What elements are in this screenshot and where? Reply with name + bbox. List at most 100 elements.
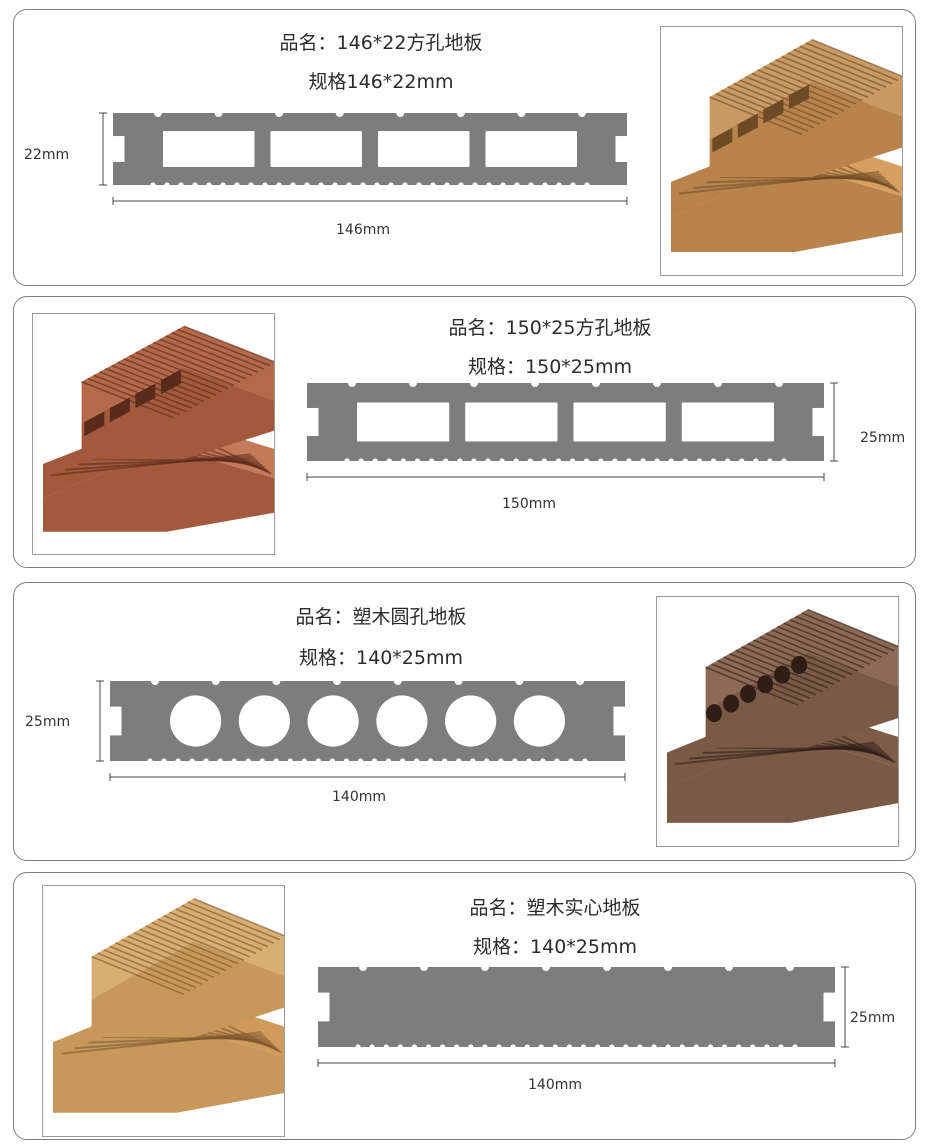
bottom-groove bbox=[220, 182, 226, 188]
bottom-groove bbox=[234, 182, 240, 188]
bottom-groove bbox=[430, 182, 436, 188]
bottom-groove bbox=[388, 182, 394, 188]
height-label: 22mm bbox=[24, 147, 70, 163]
top-groove bbox=[775, 379, 783, 387]
top-groove bbox=[409, 379, 417, 387]
top-groove bbox=[359, 963, 367, 971]
bottom-groove bbox=[346, 182, 352, 188]
height-label: 25mm bbox=[860, 430, 906, 446]
bottom-groove bbox=[374, 182, 380, 188]
product-spec: 规格：140*25mm bbox=[299, 647, 463, 669]
bottom-groove bbox=[444, 182, 450, 188]
side-groove bbox=[812, 407, 825, 437]
bottom-groove bbox=[637, 1044, 643, 1050]
bottom-groove bbox=[584, 182, 590, 188]
bottom-groove bbox=[301, 758, 307, 764]
bottom-groove bbox=[542, 182, 548, 188]
bottom-groove bbox=[498, 758, 504, 764]
bottom-groove bbox=[161, 758, 167, 764]
top-groove bbox=[456, 109, 465, 117]
bottom-groove bbox=[584, 458, 590, 464]
bottom-groove bbox=[665, 1044, 671, 1050]
bottom-groove bbox=[332, 182, 338, 188]
round-hole bbox=[307, 695, 359, 747]
bottom-groove bbox=[541, 458, 547, 464]
top-groove bbox=[786, 963, 794, 971]
top-groove bbox=[454, 677, 463, 685]
bottom-groove bbox=[568, 758, 574, 764]
side-groove bbox=[613, 706, 626, 736]
product-name: 品名：146*22方孔地板 bbox=[279, 32, 483, 54]
top-groove bbox=[576, 677, 584, 685]
bottom-groove bbox=[623, 1044, 629, 1050]
bottom-groove bbox=[570, 182, 576, 188]
profile-body bbox=[318, 967, 835, 1047]
bottom-groove bbox=[259, 758, 265, 764]
bottom-groove bbox=[693, 1044, 699, 1050]
top-groove bbox=[154, 109, 162, 117]
bottom-groove bbox=[192, 182, 198, 188]
bottom-groove bbox=[178, 182, 184, 188]
bottom-groove bbox=[554, 758, 560, 764]
bottom-groove bbox=[357, 758, 364, 764]
side-groove bbox=[109, 706, 122, 736]
bottom-groove bbox=[385, 758, 392, 764]
bottom-groove bbox=[767, 458, 773, 464]
product-spec: 规格146*22mm bbox=[308, 71, 454, 93]
bottom-groove bbox=[276, 182, 282, 188]
upper-board bbox=[709, 38, 902, 177]
bottom-groove bbox=[414, 458, 421, 464]
bottom-groove bbox=[500, 182, 506, 188]
bottom-groove bbox=[318, 182, 324, 188]
round-hole bbox=[513, 695, 565, 747]
square-hole bbox=[270, 131, 362, 167]
bottom-groove bbox=[402, 182, 408, 188]
bottom-groove bbox=[679, 1044, 685, 1050]
bottom-groove bbox=[344, 458, 350, 464]
bottom-groove bbox=[513, 458, 519, 464]
bottom-groove bbox=[397, 1044, 403, 1050]
top-groove bbox=[653, 379, 661, 387]
bottom-groove bbox=[358, 458, 364, 464]
bottom-groove bbox=[355, 1044, 361, 1050]
bottom-groove bbox=[471, 458, 477, 464]
round-hole bbox=[238, 695, 290, 747]
bottom-groove bbox=[580, 1044, 587, 1050]
top-groove bbox=[348, 379, 356, 387]
product-photo bbox=[32, 313, 275, 555]
product-photo bbox=[660, 26, 903, 276]
bottom-groove bbox=[360, 182, 366, 188]
top-groove bbox=[335, 109, 344, 117]
bottom-groove bbox=[472, 182, 478, 188]
bottom-groove bbox=[371, 758, 378, 764]
product-spec: 规格：150*25mm bbox=[468, 356, 632, 378]
bottom-groove bbox=[555, 458, 562, 464]
width-label: 140mm bbox=[528, 1077, 582, 1093]
top-groove bbox=[211, 677, 220, 685]
bottom-groove bbox=[682, 458, 688, 464]
bottom-groove bbox=[668, 458, 674, 464]
bottom-groove bbox=[287, 758, 293, 764]
bottom-groove bbox=[640, 458, 646, 464]
bottom-groove bbox=[750, 1044, 756, 1050]
top-groove bbox=[275, 109, 284, 117]
upper-board bbox=[81, 325, 274, 460]
bottom-groove bbox=[527, 458, 533, 464]
bottom-groove bbox=[400, 458, 406, 464]
product-name: 品名：150*25方孔地板 bbox=[448, 317, 652, 339]
bottom-groove bbox=[753, 458, 759, 464]
bottom-groove bbox=[217, 758, 223, 764]
bottom-groove bbox=[414, 758, 420, 764]
product-card-4: 品名：塑木实心地板 规格：140*25mm 25mm 140mm bbox=[13, 872, 916, 1140]
width-label: 146mm bbox=[336, 222, 390, 238]
bottom-groove bbox=[468, 1044, 474, 1050]
square-hole bbox=[465, 402, 558, 442]
bottom-groove bbox=[781, 458, 787, 464]
bottom-groove bbox=[442, 758, 448, 764]
bottom-groove bbox=[343, 758, 350, 764]
bottom-groove bbox=[598, 458, 604, 464]
product-spec: 规格：140*25mm bbox=[473, 936, 637, 958]
bottom-groove bbox=[399, 758, 406, 764]
bottom-groove bbox=[552, 1044, 558, 1050]
top-groove bbox=[515, 677, 524, 685]
